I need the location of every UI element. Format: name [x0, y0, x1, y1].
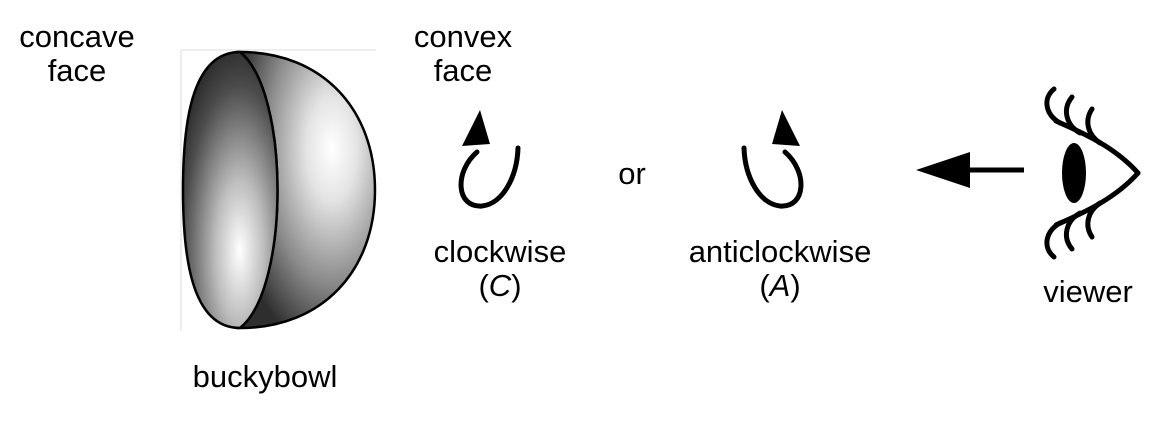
clockwise-arrow-icon	[458, 110, 521, 209]
concave-face-label-line2: face	[47, 53, 107, 88]
viewer-label: viewer	[1043, 274, 1133, 309]
concave-face-label-line1: concave	[19, 19, 135, 54]
concave-face-label: concave face	[4, 20, 150, 88]
left-arrow-icon	[916, 152, 1024, 188]
anticlockwise-symbol-letter: A	[769, 268, 791, 303]
anticlockwise-symbol: (A)	[759, 268, 801, 303]
clockwise-symbol-letter: C	[488, 268, 512, 303]
hemisphere-bowl-icon	[180, 49, 377, 331]
clockwise-label: clockwise (C)	[410, 235, 590, 303]
clockwise-symbol: (C)	[478, 268, 522, 303]
clockwise-label-text: clockwise	[433, 234, 567, 269]
bowl-concave-face	[181, 50, 279, 330]
anticlockwise-arrow-icon	[741, 110, 804, 209]
anticlockwise-label-text: anticlockwise	[688, 234, 872, 269]
convex-face-label: convex face	[400, 20, 526, 88]
buckybowl-label: buckybowl	[192, 359, 338, 394]
convex-face-label-line2: face	[433, 53, 493, 88]
or-label: or	[618, 156, 646, 191]
eye-icon	[1044, 86, 1141, 260]
anticlockwise-label: anticlockwise (A)	[660, 235, 900, 303]
convex-face-label-line1: convex	[413, 19, 513, 54]
